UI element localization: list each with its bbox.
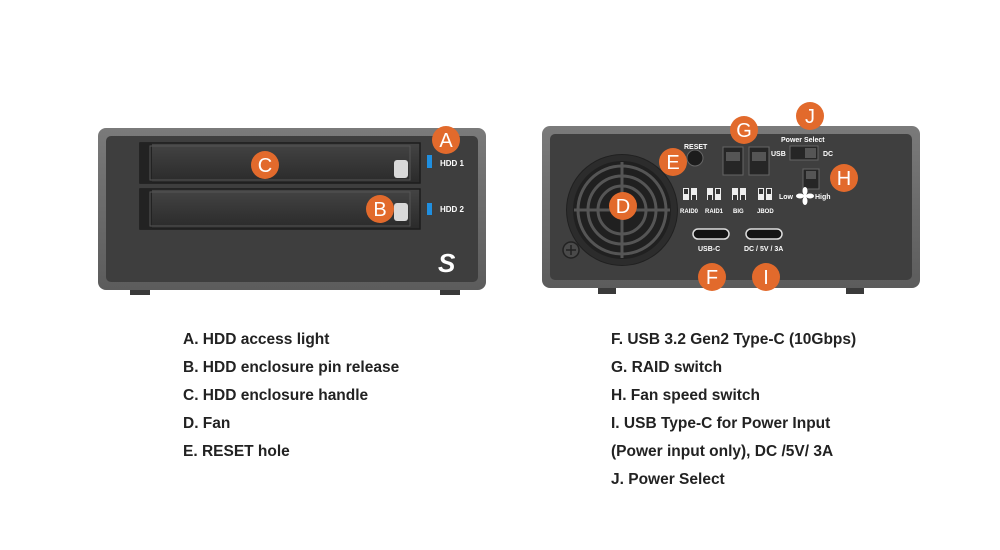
- back-foot-left: [598, 288, 616, 294]
- front-foot-left: [130, 290, 150, 295]
- callout-f-letter: F: [706, 267, 718, 289]
- hdd1-led: [427, 155, 432, 168]
- callout-h: H: [830, 164, 858, 192]
- callout-g-letter: G: [736, 120, 752, 142]
- back-enclosure: RESET RAID0 RAID1 BIG JBOD Power Select …: [542, 126, 920, 294]
- callout-i: I: [752, 263, 780, 291]
- fan-high-label: High: [815, 194, 831, 201]
- reset-label: RESET: [684, 144, 708, 151]
- legend-item-b: B. HDD enclosure pin release: [183, 359, 400, 376]
- callout-c-letter: C: [258, 155, 272, 177]
- callout-e-letter: E: [666, 152, 679, 174]
- back-foot-right: [846, 288, 864, 294]
- callout-b-letter: B: [373, 199, 386, 221]
- usb-c-port-label: USB-C: [698, 246, 720, 253]
- legend-right: F. USB 3.2 Gen2 Type-C (10Gbps) G. RAID …: [611, 326, 856, 494]
- callout-d-letter: D: [616, 196, 630, 218]
- legend-item-f: F. USB 3.2 Gen2 Type-C (10Gbps): [611, 331, 857, 348]
- legend-item-h: H. Fan speed switch: [611, 387, 761, 404]
- legend-item-i: I. USB Type-C for Power Input: [611, 415, 831, 432]
- legend-item-i-cont: (Power input only), DC /5V/ 3A: [611, 443, 834, 460]
- usb-c-power-port[interactable]: [745, 228, 783, 240]
- hdd2-led: [427, 203, 432, 215]
- legend-left: A. HDD access light B. HDD enclosure pin…: [183, 326, 399, 466]
- callout-j: J: [796, 102, 824, 130]
- callout-f: F: [698, 263, 726, 291]
- legend-item-c: C. HDD enclosure handle: [183, 387, 369, 404]
- legend-item-j: J. Power Select: [611, 471, 725, 488]
- callout-g: G: [730, 116, 758, 144]
- raid-mode-indicators: [683, 188, 772, 200]
- drive-tray-1[interactable]: [139, 142, 421, 184]
- pin-release-1[interactable]: [394, 160, 408, 178]
- usb-c-data-port[interactable]: [692, 228, 730, 240]
- power-dc-label: DC: [823, 151, 833, 158]
- fan-low-label: Low: [779, 194, 794, 201]
- power-select-label: Power Select: [781, 137, 825, 144]
- raid-mode-big: BIG: [733, 209, 744, 215]
- brand-logo: S: [438, 248, 456, 278]
- callout-h-letter: H: [837, 168, 851, 190]
- legend-item-d: D. Fan: [183, 415, 231, 432]
- hdd1-label: HDD 1: [440, 159, 465, 168]
- power-usb-label: USB: [771, 151, 786, 158]
- pin-release-2[interactable]: [394, 203, 408, 221]
- legend-item-g: G. RAID switch: [611, 359, 723, 376]
- raid-mode-jbod: JBOD: [757, 209, 774, 215]
- reset-hole[interactable]: [686, 149, 704, 167]
- raid-mode-raid1: RAID1: [705, 209, 724, 215]
- fan-icon: [796, 187, 814, 205]
- callout-a-letter: A: [439, 130, 453, 152]
- callout-i-letter: I: [763, 267, 769, 289]
- callout-a: A: [432, 126, 460, 154]
- legend-item-e: E. RESET hole: [183, 443, 290, 460]
- callout-j-letter: J: [805, 106, 815, 128]
- screw-icon: [562, 241, 580, 259]
- callout-c: C: [251, 151, 279, 179]
- front-foot-right: [440, 290, 460, 295]
- callout-e: E: [659, 148, 687, 176]
- raid-mode-raid0: RAID0: [680, 209, 699, 215]
- callout-b: B: [366, 195, 394, 223]
- front-enclosure: HDD 1 HDD 2 S: [98, 128, 486, 295]
- hdd2-label: HDD 2: [440, 205, 465, 214]
- callout-d: D: [609, 192, 637, 220]
- dc-port-label: DC / 5V / 3A: [744, 246, 783, 253]
- legend-item-a: A. HDD access light: [183, 331, 330, 348]
